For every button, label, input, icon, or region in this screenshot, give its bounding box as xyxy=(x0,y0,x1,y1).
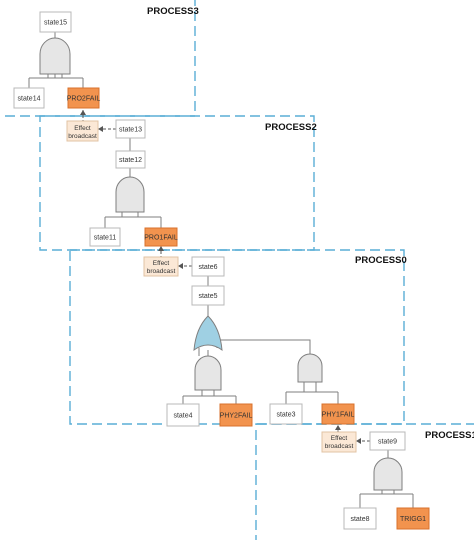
process3-label: PROCESS3 xyxy=(147,6,199,17)
process0-label: PROCESS0 xyxy=(355,255,407,266)
node-state8[interactable] xyxy=(343,507,377,530)
state-nodes xyxy=(13,11,406,530)
and-gate-icon xyxy=(115,176,145,213)
node-state12[interactable] xyxy=(115,150,146,169)
state15-label: state15 xyxy=(44,20,67,27)
node-state11[interactable] xyxy=(89,227,121,247)
node-state13[interactable] xyxy=(115,119,146,139)
effect-broadcast-box[interactable] xyxy=(66,120,99,142)
node-state5[interactable] xyxy=(191,285,225,306)
state5-label: state5 xyxy=(198,293,217,300)
state13-label: state13 xyxy=(119,127,142,134)
state3-label: state3 xyxy=(276,412,295,419)
effect-broadcast-box[interactable] xyxy=(143,256,179,277)
process3-boundary xyxy=(0,0,196,117)
and-gate-icon xyxy=(39,37,71,75)
or-gate-icon xyxy=(193,315,223,352)
process1-label: PROCESS1 xyxy=(425,430,474,441)
phy2fail-label: PHY2FAIL xyxy=(220,413,253,420)
effect-line1: Effect xyxy=(153,260,170,267)
effect-line1: Effect xyxy=(74,125,91,132)
node-state15[interactable] xyxy=(39,11,72,33)
and-gate-icon xyxy=(194,355,222,391)
process2-label: PROCESS2 xyxy=(265,122,317,133)
trigg1-label: TRIGG1 xyxy=(400,516,426,523)
state9-label: state9 xyxy=(378,439,397,446)
and-gate-icon xyxy=(297,353,323,383)
process0-boundary xyxy=(69,249,405,425)
state4-label: state4 xyxy=(173,413,192,420)
state6-label: state6 xyxy=(198,264,217,271)
state12-label: state12 xyxy=(119,157,142,164)
node-pro2fail[interactable] xyxy=(67,87,100,109)
fail-nodes xyxy=(67,87,430,530)
node-phy2fail[interactable] xyxy=(219,403,253,427)
effect-line2: broadcast xyxy=(68,133,97,140)
effect-broadcast-box[interactable] xyxy=(321,431,357,453)
node-pro1fail[interactable] xyxy=(144,227,178,247)
effect-line2: broadcast xyxy=(147,268,176,275)
state11-label: state11 xyxy=(94,235,117,242)
node-state4[interactable] xyxy=(166,403,200,427)
node-state6[interactable] xyxy=(191,256,225,277)
phy1fail-label: PHY1FAIL xyxy=(322,412,355,419)
state8-label: state8 xyxy=(350,516,369,523)
node-labels: state15 state14 PRO2FAIL state13 state12… xyxy=(18,20,427,524)
pro2fail-label: PRO2FAIL xyxy=(67,96,101,103)
effect-line1: Effect xyxy=(331,435,348,442)
and-gate-icon xyxy=(373,457,403,491)
node-trigg1[interactable] xyxy=(396,507,430,530)
state14-label: state14 xyxy=(18,96,41,103)
node-state14[interactable] xyxy=(13,87,45,109)
pro1fail-label: PRO1FAIL xyxy=(144,235,178,242)
effect-labels: Effect broadcast Effect broadcast Effect… xyxy=(68,125,353,450)
node-phy1fail[interactable] xyxy=(321,403,355,425)
effect-boxes xyxy=(66,120,357,453)
connectors xyxy=(28,32,414,508)
arrowheads xyxy=(80,110,361,444)
effect-line2: broadcast xyxy=(325,443,354,450)
gates xyxy=(39,37,403,491)
process1-boundary xyxy=(255,423,474,540)
node-state9[interactable] xyxy=(369,431,406,451)
node-state3[interactable] xyxy=(269,403,303,425)
